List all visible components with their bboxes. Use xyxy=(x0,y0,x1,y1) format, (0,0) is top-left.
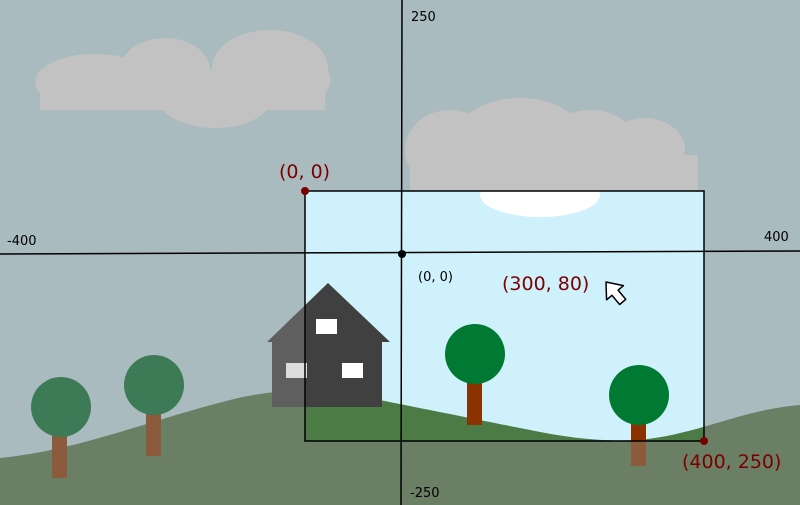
top-left-marker xyxy=(301,187,309,195)
tree-1-crown xyxy=(31,377,91,437)
viewport-scene xyxy=(305,191,704,441)
tree-2-trunk xyxy=(146,405,161,456)
house-window-left xyxy=(286,363,307,378)
tree-4-crown xyxy=(609,365,669,425)
y-axis-min-label: -250 xyxy=(410,486,440,501)
cursor-position-label: (300, 80) xyxy=(502,273,589,295)
x-axis-min-label: -400 xyxy=(7,234,37,249)
top-left-label: (0, 0) xyxy=(279,161,330,183)
bottom-right-label: (400, 250) xyxy=(682,451,781,473)
bottom-right-marker xyxy=(700,437,708,445)
tree-3-crown xyxy=(445,324,505,384)
cloud-right xyxy=(405,98,698,217)
house-window-right xyxy=(342,363,363,378)
tree-1-trunk xyxy=(52,428,67,478)
tree-2 xyxy=(124,355,184,456)
house-windows xyxy=(286,319,363,378)
ground-inside xyxy=(305,391,704,441)
tree-3-trunk xyxy=(467,372,482,425)
tree-1 xyxy=(31,377,91,478)
ground-outside xyxy=(0,391,800,505)
tree-2-crown xyxy=(124,355,184,415)
origin-point xyxy=(398,250,406,258)
cloud-left xyxy=(35,30,330,128)
viewport-frame xyxy=(304,190,705,442)
house-window-top xyxy=(316,319,337,334)
y-axis-max-label: 250 xyxy=(411,10,436,25)
x-axis-max-label: 400 xyxy=(764,230,789,245)
tree-3 xyxy=(445,324,505,425)
tree-4 xyxy=(609,365,669,441)
cloud-right-inside xyxy=(480,191,600,217)
arrow-cursor-icon xyxy=(605,281,627,306)
origin-label: (0, 0) xyxy=(418,270,453,285)
